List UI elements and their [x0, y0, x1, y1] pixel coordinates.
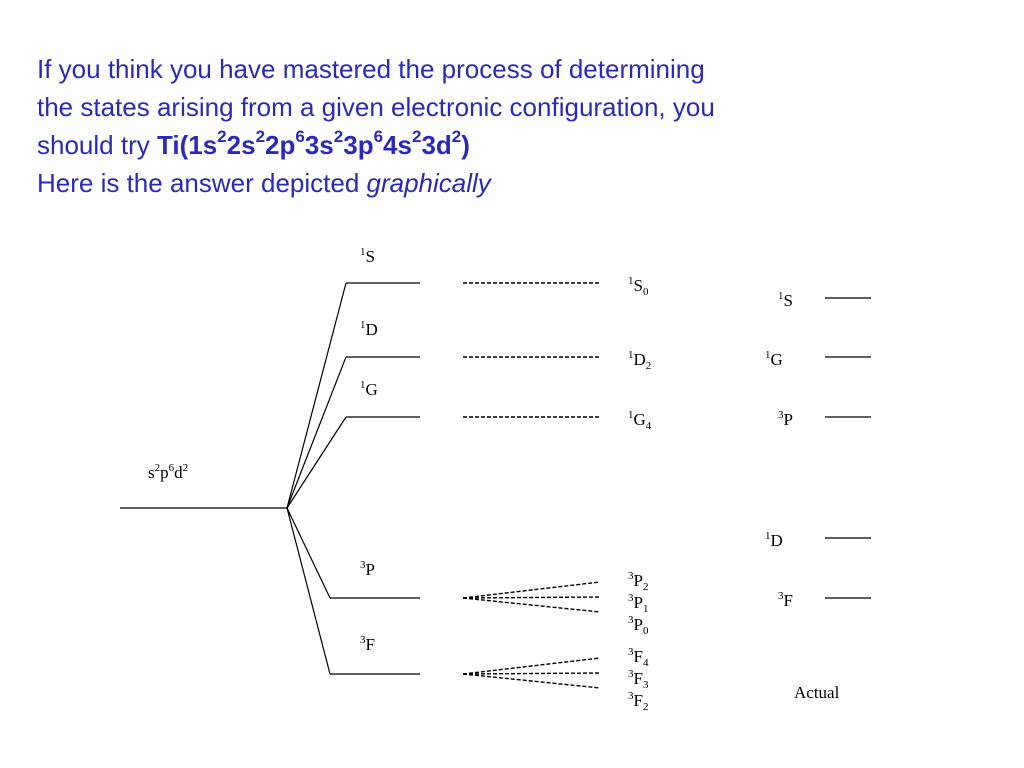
j-level-label: 3P2 [628, 570, 648, 593]
branch-line [286, 507, 331, 675]
j-level-dashed [462, 673, 601, 689]
actual-caption: Actual [794, 683, 840, 702]
j-level-label: 1S0 [628, 275, 649, 298]
config-part: 3p [343, 130, 374, 160]
j-level-dashed [462, 672, 601, 675]
config-sup: 2 [411, 127, 422, 147]
actual-term-label: 1S [778, 290, 793, 310]
actual-term-label: 3F [778, 590, 793, 610]
j-level-label: 1G4 [628, 409, 652, 432]
config-sup: 2 [217, 127, 227, 147]
j-level-label: 1D2 [628, 349, 651, 372]
j-level-dashed [462, 596, 601, 599]
branch-line [286, 416, 347, 509]
intro-line-4: Here is the answer depicted graphically [37, 164, 997, 202]
term-label: 1S [360, 246, 375, 266]
config-part: Ti(1s [156, 130, 218, 160]
actual-term-label: 3P [778, 409, 793, 429]
config-part: 4s [383, 130, 412, 160]
actual-term-label: 1G [765, 349, 783, 369]
config-part: 2p [265, 130, 296, 160]
intro-line-2: the states arising from a given electron… [37, 92, 715, 122]
j-level-label: 3P0 [628, 614, 649, 637]
term-label: 1D [360, 319, 378, 339]
branch-line [286, 356, 347, 509]
term-label: 3P [360, 559, 375, 579]
config-part: 3s [304, 130, 334, 160]
intro-line-3-prefix: should try [37, 130, 157, 160]
config-part: 2s [226, 130, 256, 160]
j-level-label: 3F2 [628, 690, 648, 713]
j-level-dashed [462, 581, 601, 599]
intro-line-4-prefix: Here is the answer depicted [37, 168, 367, 198]
intro-line-3: should try Ti(1s22s22p63s23p64s23d2) [37, 126, 997, 164]
intro-text: If you think you have mastered the proce… [37, 50, 997, 202]
branch-line [286, 282, 347, 509]
config-sup: 2 [255, 127, 266, 147]
intro-line-1: If you think you have mastered the proce… [37, 54, 705, 84]
term-label: 1G [360, 379, 378, 399]
actual-term-label: 1D [765, 530, 783, 550]
branch-line [286, 507, 331, 599]
config-sup: 6 [373, 127, 384, 147]
j-level-dashed [462, 597, 601, 613]
electron-configuration: Ti(1s22s22p63s23p64s23d2) [156, 127, 470, 160]
j-level-label: 3P1 [628, 592, 648, 615]
config-part: 3d [421, 130, 452, 160]
term-label: 3F [360, 634, 375, 654]
j-level-label: 3F3 [628, 668, 649, 691]
config-sup: 2 [451, 127, 462, 147]
config-sup: 6 [295, 127, 305, 147]
configuration-label: s2p6d2 [148, 462, 188, 482]
j-level-dashed [462, 657, 601, 675]
intro-line-4-emphasis: graphically [366, 168, 491, 198]
config-part: ) [461, 130, 470, 160]
config-sup: 2 [333, 127, 344, 147]
j-level-label: 3F4 [628, 646, 649, 669]
